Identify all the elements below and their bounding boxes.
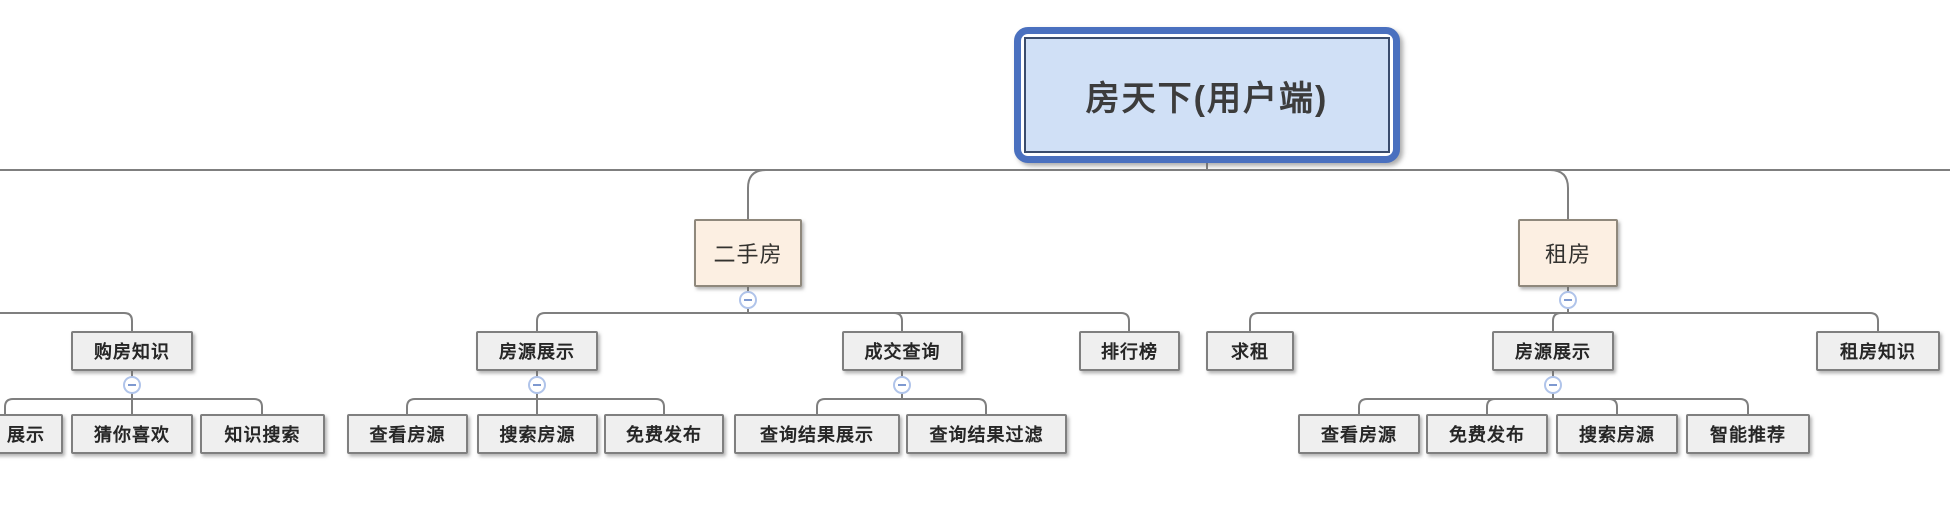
connector-secondhand-child-1 xyxy=(536,312,748,331)
node-rent-seeking[interactable]: 求租 xyxy=(1206,331,1294,371)
node-view-listings-left[interactable]: 查看房源 xyxy=(347,414,468,454)
connector-listing-right-child-2 xyxy=(1486,398,1553,414)
collapse-minus-icon[interactable] xyxy=(1559,291,1577,309)
node-knowledge-search[interactable]: 知识搜索 xyxy=(200,414,325,454)
connector-listing-right-child-4 xyxy=(1553,398,1749,414)
node-transaction-query[interactable]: 成交查询 xyxy=(842,331,963,371)
node-rental-knowledge[interactable]: 租房知识 xyxy=(1816,331,1940,371)
connector-elbow-renting xyxy=(1549,169,1569,219)
node-smart-recommend[interactable]: 智能推荐 xyxy=(1686,414,1810,454)
connector-knowledge-child-1 xyxy=(4,398,132,414)
connector-knowledge-child-3 xyxy=(132,398,263,414)
node-query-result-display[interactable]: 查询结果展示 xyxy=(734,414,900,454)
collapse-minus-icon[interactable] xyxy=(893,376,911,394)
node-search-listings-right[interactable]: 搜索房源 xyxy=(1556,414,1678,454)
node-free-publish-left[interactable]: 免费发布 xyxy=(604,414,724,454)
connector-renting-child-3 xyxy=(1568,312,1879,331)
node-root[interactable]: 房天下(用户端) xyxy=(1014,27,1400,163)
connector-dealquery-child-1 xyxy=(816,398,902,414)
node-free-publish-right[interactable]: 免费发布 xyxy=(1426,414,1548,454)
node-listing-display-left[interactable]: 房源展示 xyxy=(476,331,598,371)
node-ranking-list[interactable]: 排行榜 xyxy=(1079,331,1180,371)
node-guess-you-like[interactable]: 猜你喜欢 xyxy=(71,414,193,454)
connector-renting-child-2 xyxy=(1552,312,1568,331)
node-search-listings-left[interactable]: 搜索房源 xyxy=(477,414,598,454)
node-purchase-knowledge[interactable]: 购房知识 xyxy=(71,331,193,371)
node-display-clipped[interactable]: 展示 xyxy=(0,414,63,454)
node-listing-display-right[interactable]: 房源展示 xyxy=(1492,331,1614,371)
node-secondhand-house[interactable]: 二手房 xyxy=(694,219,802,287)
connector-secondhand-child-3 xyxy=(748,312,1130,331)
connector-listing-left-child-1 xyxy=(406,398,537,414)
node-renting[interactable]: 租房 xyxy=(1518,219,1618,287)
connector-dealquery-child-2 xyxy=(902,398,987,414)
collapse-minus-icon[interactable] xyxy=(1544,376,1562,394)
connector-renting-child-1 xyxy=(1249,312,1568,331)
collapse-minus-icon[interactable] xyxy=(123,376,141,394)
collapse-minus-icon[interactable] xyxy=(739,291,757,309)
connector-elbow-secondhand xyxy=(747,169,767,219)
connector-listing-left-child-3 xyxy=(537,398,665,414)
connector-listing-right-child-1 xyxy=(1358,398,1553,414)
node-root-label: 房天下(用户端) xyxy=(1024,37,1390,153)
connector-orphan-rail xyxy=(0,312,133,331)
collapse-minus-icon[interactable] xyxy=(528,376,546,394)
node-view-listings-right[interactable]: 查看房源 xyxy=(1298,414,1420,454)
node-query-result-filter[interactable]: 查询结果过滤 xyxy=(906,414,1067,454)
